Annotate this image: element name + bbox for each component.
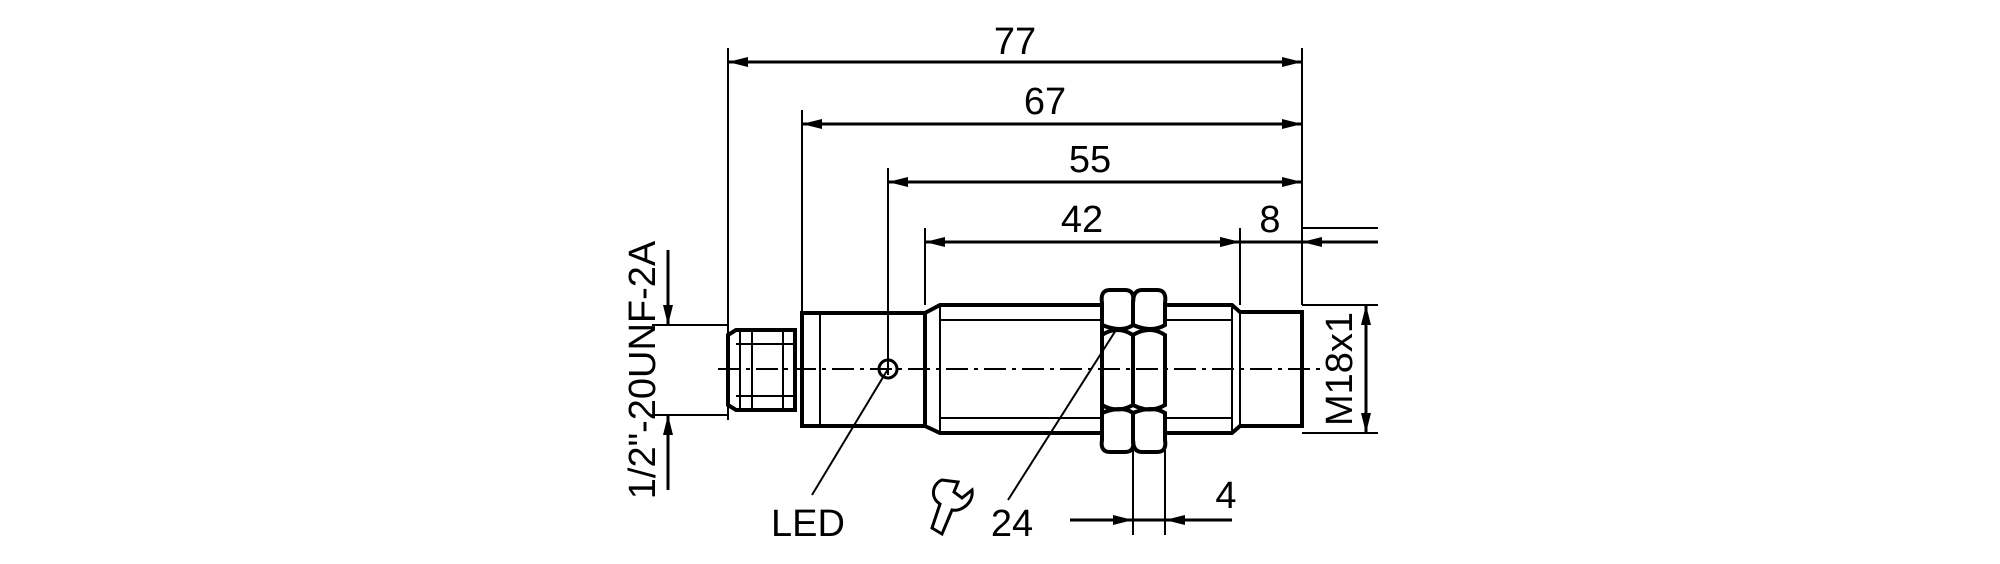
m18x1-label: M18x1 <box>1319 312 1361 426</box>
dimension-4: 4 <box>1070 475 1237 525</box>
lock-nut-left <box>1099 288 1136 454</box>
wrench-size-label: 24 <box>991 503 1033 545</box>
dimension-4-label: 4 <box>1215 475 1236 517</box>
dimension-55: 55 <box>888 139 1302 187</box>
dimension-77-label: 77 <box>994 21 1036 63</box>
dimension-42-label: 42 <box>1061 199 1103 241</box>
dimension-m18: M18x1 <box>1319 305 1371 433</box>
dimension-8-label: 8 <box>1259 199 1280 241</box>
dimension-77: 77 <box>728 21 1302 67</box>
led-label: LED <box>771 503 845 545</box>
dimension-55-label: 55 <box>1069 139 1111 181</box>
extension-lines <box>652 48 1378 535</box>
wrench-icon <box>930 478 974 537</box>
connector-thread-label: 1/2"-20UNF-2A <box>622 240 664 499</box>
dimension-67: 67 <box>802 81 1302 129</box>
dimension-67-label: 67 <box>1024 81 1066 123</box>
lock-nut-right <box>1131 288 1168 454</box>
dimension-42: 42 <box>925 199 1240 247</box>
leaders <box>811 329 1117 501</box>
sensor-body <box>726 288 1304 454</box>
connector-thread <box>726 328 797 412</box>
dimension-connector-thread: 1/2"-20UNF-2A <box>622 240 673 499</box>
dimension-8: 8 <box>1192 199 1378 247</box>
